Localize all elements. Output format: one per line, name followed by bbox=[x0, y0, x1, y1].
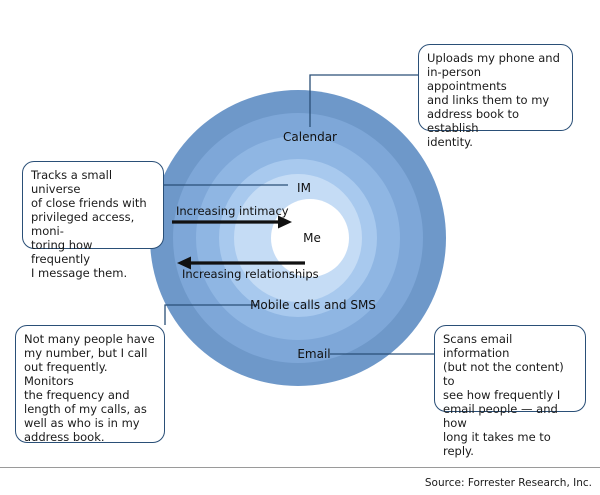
callout-im: Tracks a small universe of close friends… bbox=[22, 161, 164, 280]
footer-divider bbox=[0, 467, 600, 468]
core-me bbox=[271, 199, 349, 277]
arrow-relationships-head bbox=[177, 256, 191, 270]
label-increasing-relationships: Increasing relationships bbox=[182, 267, 319, 281]
label-email: Email bbox=[297, 347, 330, 361]
label-mobile: Mobile calls and SMS bbox=[250, 298, 376, 312]
label-me: Me bbox=[303, 231, 321, 245]
arrow-intimacy-head bbox=[278, 215, 292, 229]
connector-calendar bbox=[309, 74, 418, 127]
callout-calendar: Uploads my phone and in-person appointme… bbox=[418, 44, 573, 149]
connector-mobile bbox=[164, 304, 258, 325]
label-im: IM bbox=[297, 181, 311, 195]
label-calendar: Calendar bbox=[283, 130, 337, 144]
source-credit: Source: Forrester Research, Inc. bbox=[424, 477, 592, 489]
callout-email: Scans email information (but not the con… bbox=[434, 325, 586, 458]
label-increasing-intimacy: Increasing intimacy bbox=[176, 204, 289, 218]
callout-mobile: Not many people have my number, but I ca… bbox=[15, 325, 165, 444]
